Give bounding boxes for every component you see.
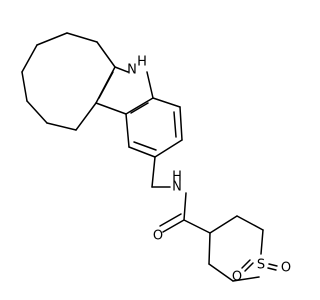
sulfone-oxygen-right-label: O [281,261,291,276]
amide-hydrogen-label: H [172,170,182,185]
amide-linker [151,156,211,234]
thiane-dioxide-ring [208,215,278,282]
sulfone-oxygen-left-label: O [232,270,242,285]
indole-nh-label: N H [127,55,147,78]
amide-nh-label: N H [172,170,182,195]
molecule-structure-diagram: N H N H O S O O [21,32,291,285]
indole-hydrogen-label: H [137,55,147,70]
benzene-ring [125,97,183,158]
carbonyl-oxygen-label: O [153,229,163,244]
indole-nitrogen-label: N [127,63,137,78]
amide-nitrogen-label: N [172,180,182,195]
cyclooctane-ring [21,32,116,131]
sulfur-label: S [257,258,265,273]
pyrrole-ring [95,66,154,115]
